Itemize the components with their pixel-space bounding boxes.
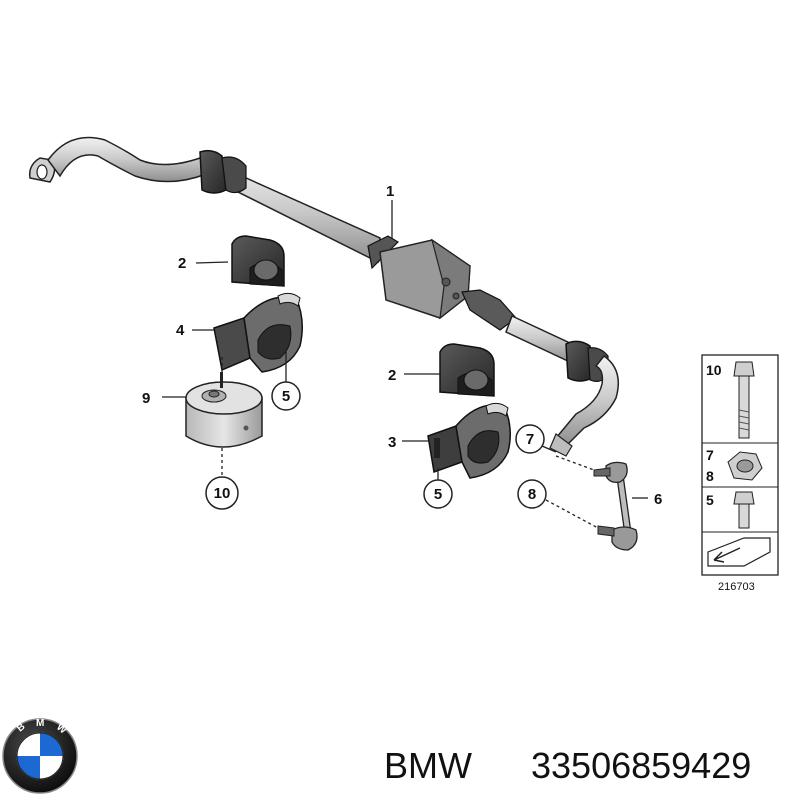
- stabilizer-link: [593, 461, 638, 551]
- callout-2-right: 2: [388, 367, 396, 384]
- stabilizer-bar: [28, 136, 619, 457]
- long-bolt-icon: [733, 361, 755, 439]
- callout-2-upper: 2: [178, 255, 186, 272]
- kit-label-7: 7: [706, 447, 714, 463]
- arrow-icon: [707, 537, 771, 567]
- leader-lines: [162, 200, 648, 529]
- rubber-mount-right: [439, 343, 495, 397]
- nut-icon: [727, 451, 763, 481]
- callout-10: 10: [214, 485, 231, 502]
- callout-1: 1: [386, 183, 394, 200]
- circled-callouts: 5 10 5 7 8: [205, 381, 547, 510]
- kit-label-10: 10: [706, 362, 722, 378]
- circled-callout-10: 10: [205, 476, 239, 510]
- callout-3: 3: [388, 434, 396, 451]
- callout-5-left: 5: [282, 388, 290, 405]
- reference-number: 216703: [718, 581, 755, 593]
- callouts: 1 2 4 9 2 3 6: [142, 183, 662, 508]
- bmw-logo-icon: B M W: [2, 718, 78, 794]
- short-bolt-icon: [733, 491, 755, 529]
- callout-5-right: 5: [434, 486, 442, 503]
- callout-4: 4: [176, 322, 185, 339]
- circled-callout-8: 8: [517, 479, 547, 509]
- rubber-bearing: [185, 372, 263, 448]
- bracket-left: [213, 292, 303, 373]
- fastener-panel: 10 7 8 5 216703: [701, 354, 779, 593]
- circled-callout-5-right: 5: [423, 479, 453, 509]
- kit-label-5: 5: [706, 492, 714, 508]
- caption-brand: BMW: [384, 745, 472, 786]
- rubber-mount-upper-left: [231, 235, 285, 287]
- circled-callout-7: 7: [515, 424, 545, 454]
- kit-label-8: 8: [706, 468, 714, 484]
- svg-text:M: M: [36, 718, 44, 729]
- callout-9: 9: [142, 390, 150, 407]
- caption-part-number: 33506859429: [531, 745, 751, 786]
- circled-callout-5-left: 5: [271, 381, 301, 411]
- callout-6: 6: [654, 491, 662, 508]
- callout-7: 7: [526, 431, 534, 448]
- callout-8: 8: [528, 486, 536, 503]
- bracket-right: [427, 402, 511, 479]
